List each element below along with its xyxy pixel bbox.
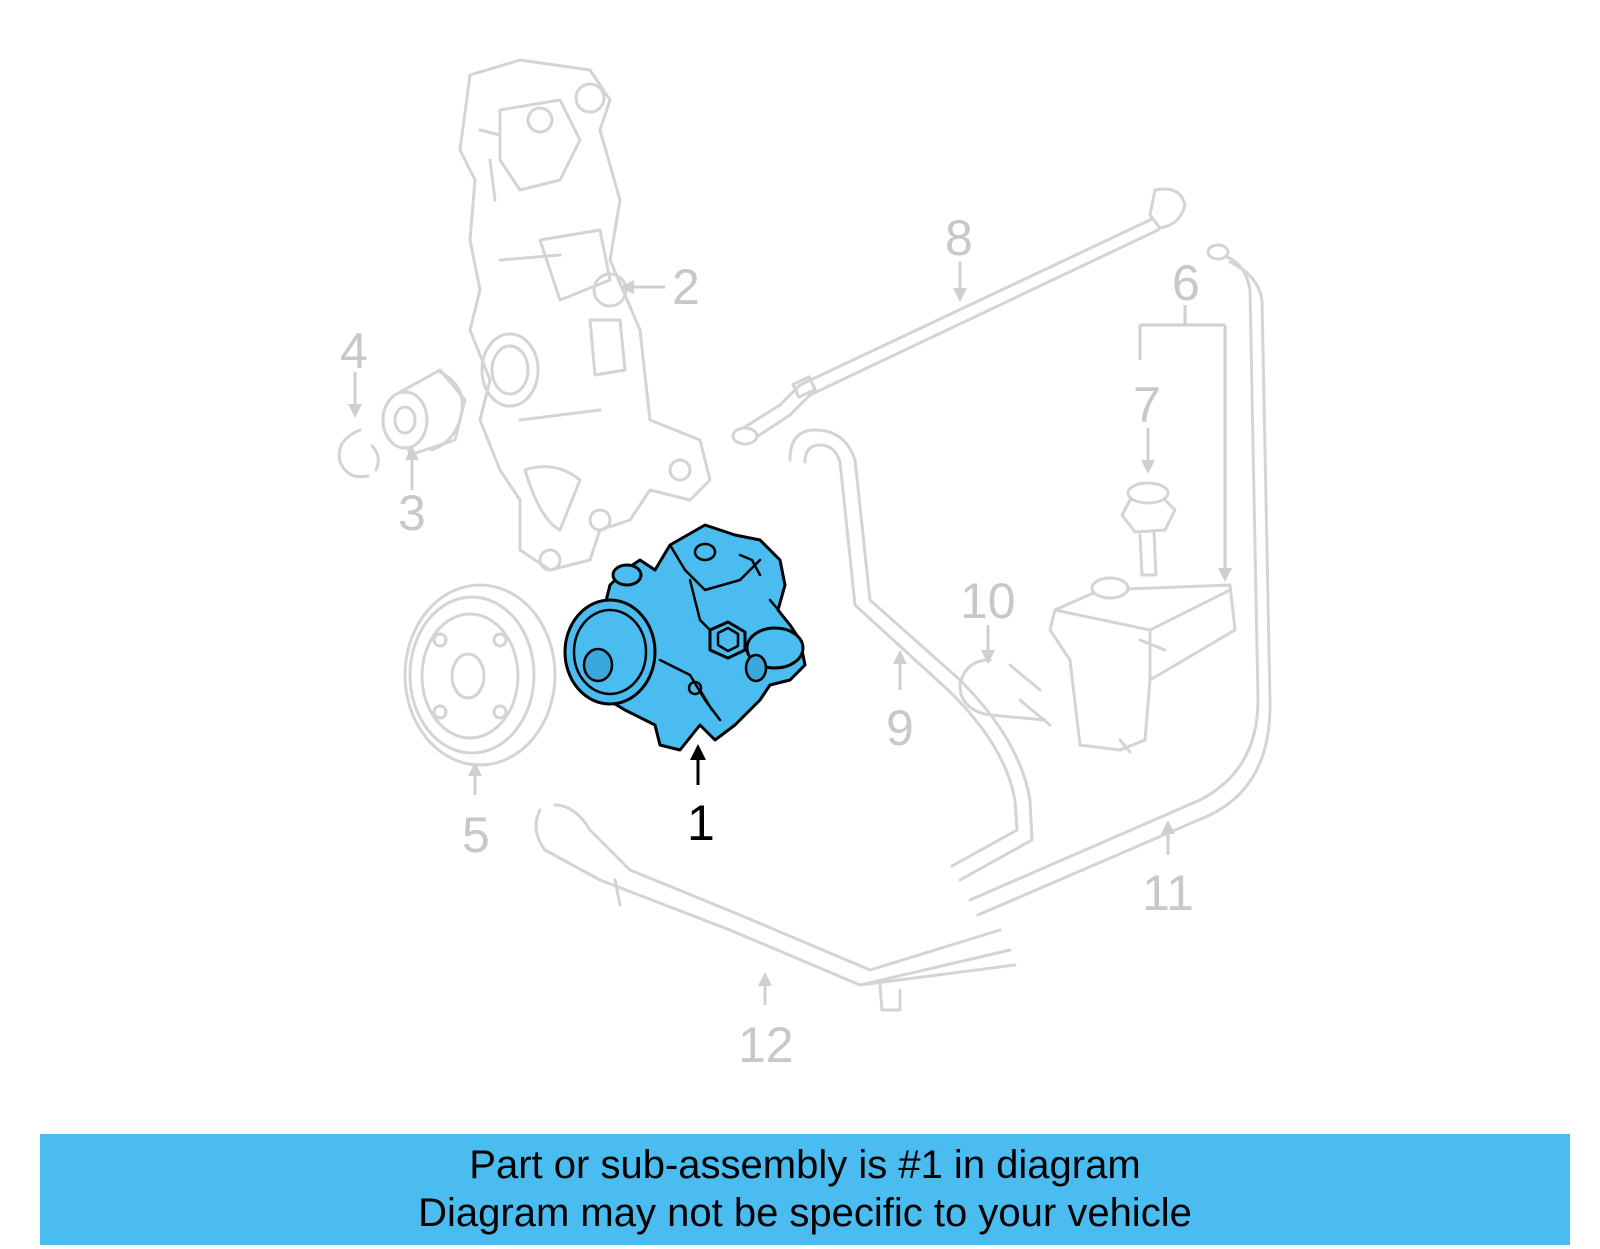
- callout-2: 2: [672, 259, 700, 315]
- callout-4: 4: [340, 323, 368, 379]
- callout-9: 9: [886, 700, 914, 756]
- callout-3: 3: [398, 485, 426, 541]
- part-2-bracket: [458, 58, 712, 572]
- callout-10: 10: [960, 573, 1016, 629]
- part-1-power-steering-pump[interactable]: [563, 523, 807, 752]
- callout-12: 12: [738, 1017, 794, 1073]
- callout-1-arrow: [690, 744, 706, 785]
- parts-diagram: 1 2 3 4 5 6 7 8 9 10 11 12: [337, 58, 1272, 1073]
- banner-line-part: Part or sub-assembly is #1 in diagram: [469, 1143, 1141, 1187]
- callout-6: 6: [1172, 255, 1200, 311]
- part-4-clip: [337, 428, 380, 479]
- part-3-bushing: [381, 368, 467, 457]
- callout-1: 1: [687, 795, 715, 851]
- part-7-cap: [1120, 481, 1177, 577]
- banner-line-disclaimer: Diagram may not be specific to your vehi…: [418, 1191, 1192, 1235]
- part-10-clamp: [958, 658, 1052, 727]
- part-8-hose: [731, 187, 1187, 446]
- part-12-line: [534, 803, 1017, 1012]
- callout-5: 5: [462, 807, 490, 863]
- part-11-line: [968, 243, 1272, 917]
- part-9-hose: [788, 428, 1034, 882]
- callout-11: 11: [1142, 865, 1194, 921]
- callout-arrows: [348, 262, 1232, 1005]
- info-banner: Part or sub-assembly is #1 in diagram Di…: [40, 1134, 1570, 1245]
- callout-8: 8: [945, 210, 973, 266]
- part-6-reservoir: [1048, 576, 1237, 754]
- callout-7: 7: [1133, 377, 1161, 433]
- part-5-pulley: [403, 583, 557, 767]
